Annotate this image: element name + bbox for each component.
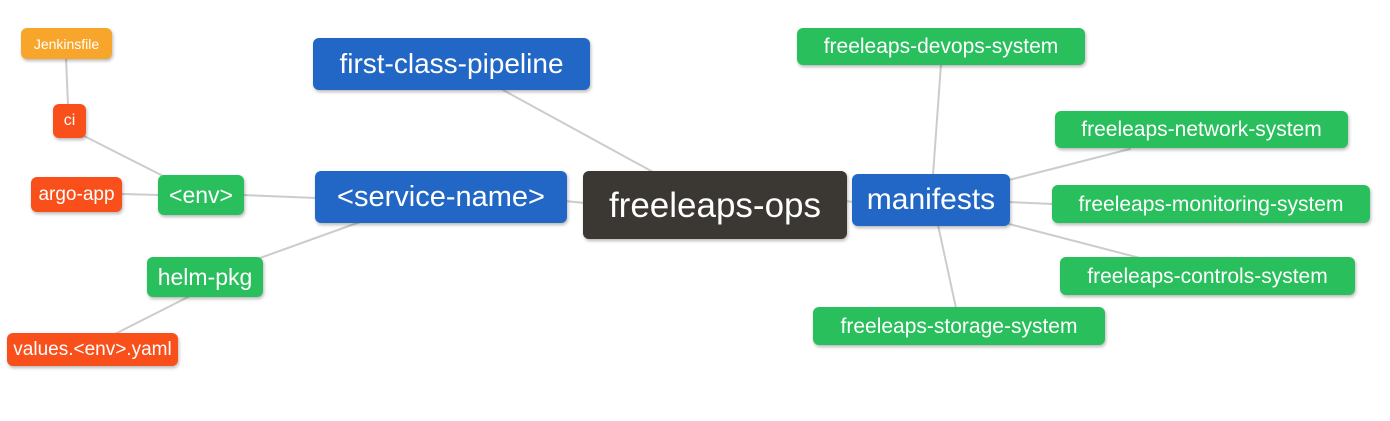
node-freeleaps-storage-system[interactable]: freeleaps-storage-system (813, 307, 1105, 345)
node-manifests[interactable]: manifests (852, 174, 1010, 226)
node-label: Jenkinsfile (33, 35, 100, 52)
edge-first-class-pipeline-to-freeleaps-ops (502, 89, 654, 173)
edge-service-name-to-freeleaps-ops (564, 200, 586, 204)
node-ci[interactable]: ci (53, 104, 86, 138)
node-label: helm-pkg (157, 263, 253, 290)
node-label: freeleaps-monitoring-system (1078, 192, 1344, 216)
node-freeleaps-ops[interactable]: freeleaps-ops (583, 171, 847, 239)
edge-jenkinsfile-to-ci (65, 57, 69, 106)
node-label: freeleaps-network-system (1081, 118, 1322, 141)
node-label: freeleaps-ops (608, 185, 822, 225)
node-freeleaps-monitoring-system[interactable]: freeleaps-monitoring-system (1052, 185, 1370, 223)
node-jenkinsfile[interactable]: Jenkinsfile (21, 28, 112, 59)
node-label: freeleaps-devops-system (823, 35, 1059, 58)
node-first-class-pipeline[interactable]: first-class-pipeline (313, 38, 590, 90)
edge-manifests-to-freeleaps-monitoring-system (1008, 201, 1054, 205)
node-helm-pkg[interactable]: helm-pkg (147, 257, 263, 297)
node-label: freeleaps-controls-system (1087, 264, 1328, 288)
node-label: ci (63, 112, 76, 129)
node-freeleaps-controls-system[interactable]: freeleaps-controls-system (1060, 257, 1355, 295)
edge-manifests-to-freeleaps-controls-system (1008, 223, 1141, 259)
edge-env-to-service-name (242, 194, 317, 199)
node-freeleaps-devops-system[interactable]: freeleaps-devops-system (797, 28, 1085, 65)
node-label: <service-name> (337, 180, 545, 213)
node-freeleaps-network-system[interactable]: freeleaps-network-system (1055, 111, 1348, 148)
edge-helm-pkg-to-service-name (259, 221, 361, 259)
node-label: argo-app (38, 184, 115, 205)
node-argo-app[interactable]: argo-app (31, 177, 122, 212)
edge-ci-to-env (83, 135, 166, 178)
node-env[interactable]: <env> (158, 175, 244, 215)
edge-manifests-to-freeleaps-storage-system (937, 224, 957, 309)
node-label: first-class-pipeline (339, 48, 564, 79)
edge-manifests-to-freeleaps-devops-system (932, 63, 942, 176)
node-service-name[interactable]: <service-name> (315, 171, 567, 223)
edge-values-env-yaml-to-helm-pkg (114, 295, 191, 335)
edge-argo-app-to-env (120, 193, 160, 196)
node-label: <env> (169, 181, 233, 208)
node-label: freeleaps-storage-system (840, 314, 1078, 338)
edge-manifests-to-freeleaps-network-system (1008, 148, 1131, 181)
node-values-env-yaml[interactable]: values.<env>.yaml (7, 333, 178, 366)
node-label: values.<env>.yaml (13, 339, 172, 360)
node-label: manifests (866, 183, 996, 216)
